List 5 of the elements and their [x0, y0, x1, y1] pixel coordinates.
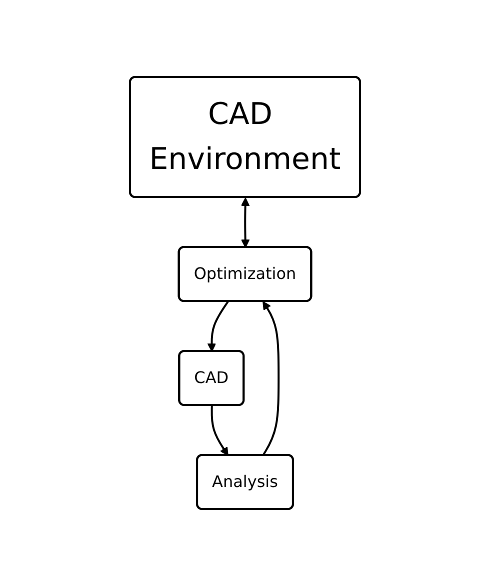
arrow	[206, 300, 228, 352]
arrow	[262, 300, 280, 456]
arrow	[210, 404, 228, 456]
arrow	[240, 197, 250, 248]
node-text: CAD Environment	[148, 96, 340, 176]
